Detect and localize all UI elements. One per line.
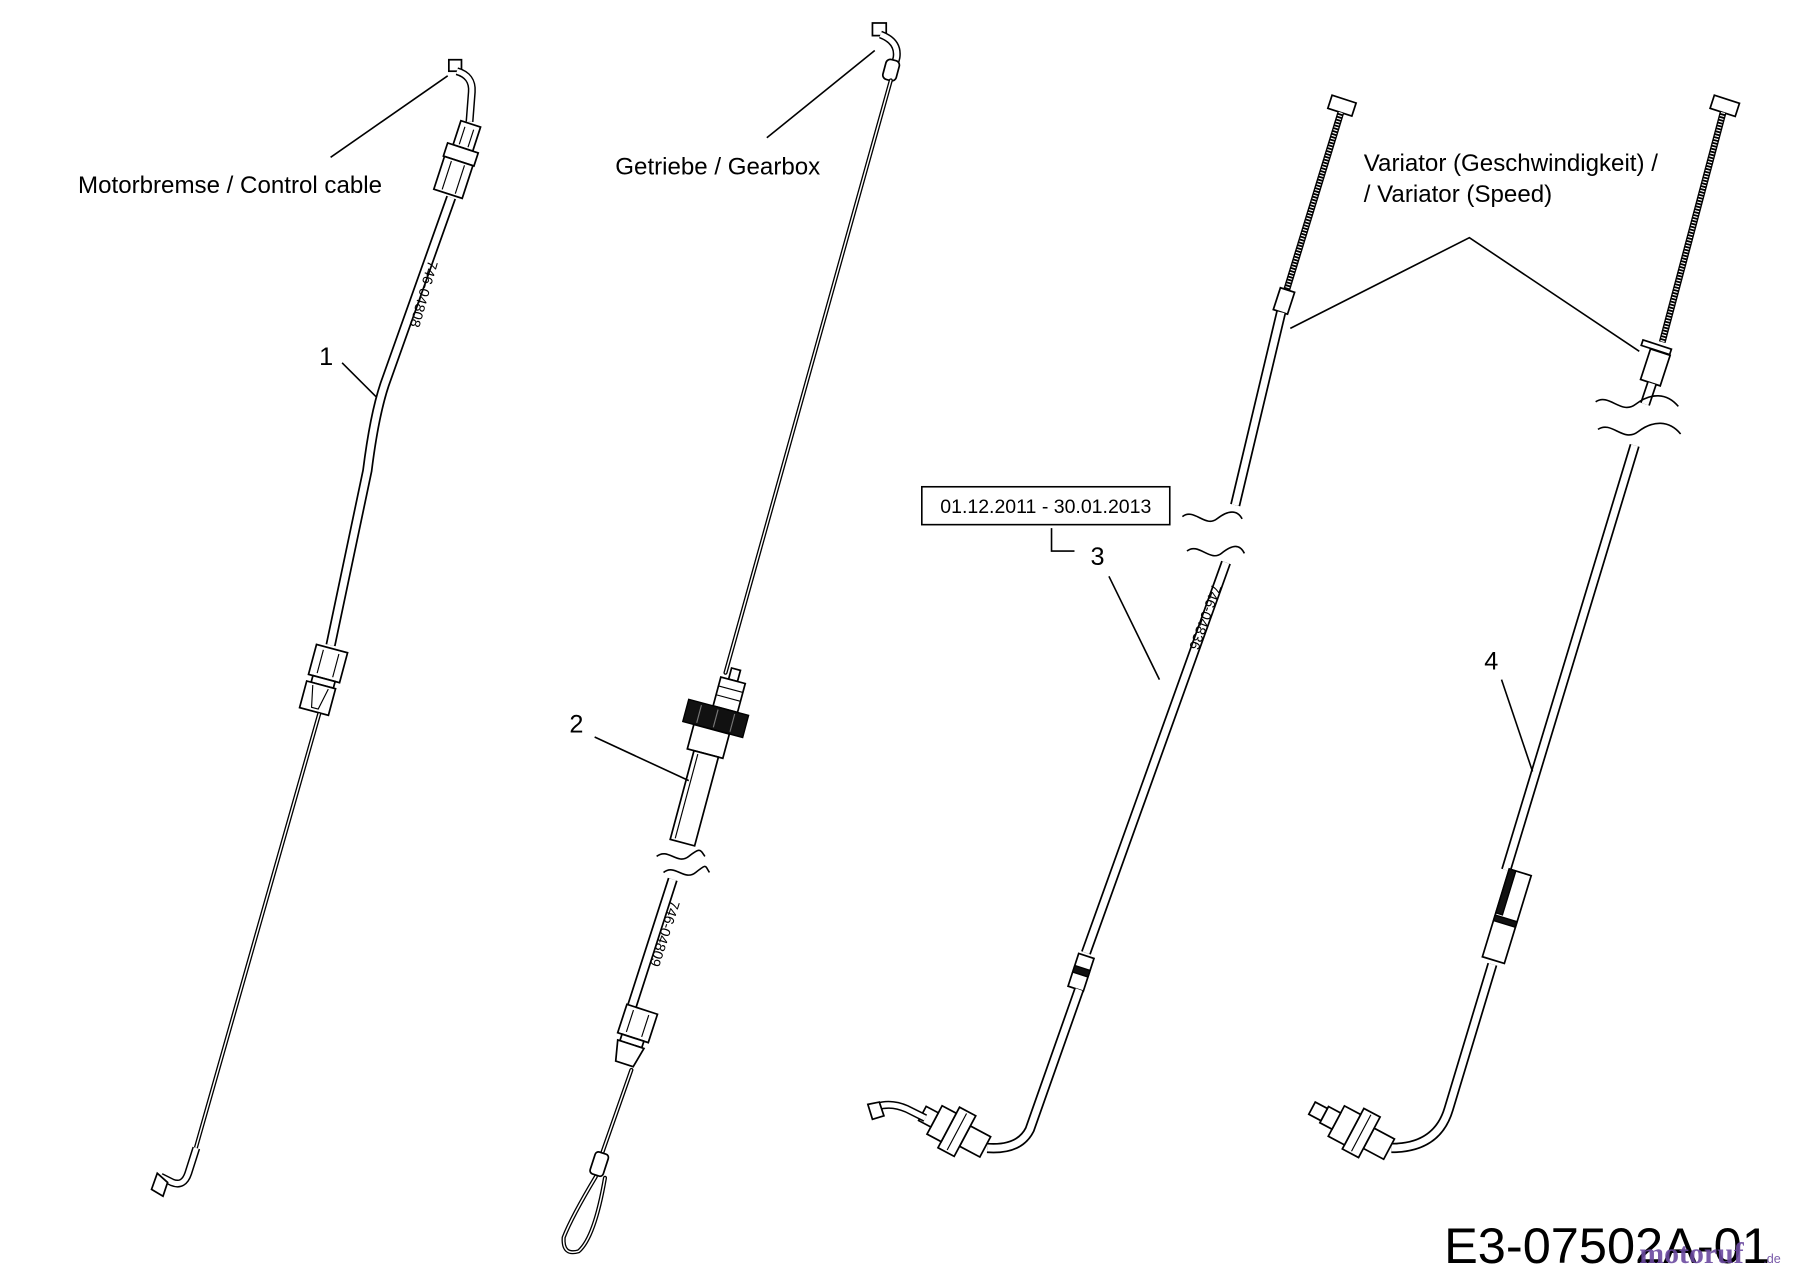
cable-4-sheath-stub — [1640, 381, 1657, 406]
cable-1-top-ferrule — [432, 119, 482, 200]
cable-1-inner-wire — [193, 711, 322, 1153]
cable-4-sheath-bend — [1391, 962, 1498, 1154]
part-number-746-04836: 746-04836 — [1185, 582, 1223, 652]
leader-date-range — [1050, 528, 1075, 552]
cable-2: 746-04809 — [561, 22, 901, 1255]
cable-4-end-nut — [1307, 1100, 1329, 1122]
leader-callout-1 — [341, 362, 378, 398]
callout-2: 2 — [569, 710, 583, 738]
cable-3-band — [1066, 952, 1096, 993]
date-range-box: 01.12.2011 - 30.01.2013 — [921, 485, 1171, 526]
leader-callout-3 — [1108, 575, 1161, 680]
cable-4-end-fitting — [1307, 1100, 1396, 1161]
cable-1: 746-04808 — [150, 58, 482, 1198]
cable-4-break-marks — [1595, 394, 1682, 436]
callout-3: 3 — [1091, 543, 1105, 571]
cable-1-hook-tip — [447, 58, 463, 73]
cable-3-end-fitting — [917, 1104, 992, 1159]
cable-2-sleeve — [669, 749, 720, 847]
cable-3-break-marks — [1181, 511, 1246, 557]
cable-2-lower-fitting — [614, 1003, 659, 1068]
watermark-name: motoruf — [1639, 1237, 1744, 1270]
leader-variator — [1289, 236, 1640, 352]
date-range-text: 01.12.2011 - 30.01.2013 — [940, 496, 1151, 518]
leader-callout-2 — [594, 736, 690, 782]
cable-4-end-cap — [1709, 94, 1741, 118]
cable-4-sheath-upper — [1501, 443, 1640, 872]
cable-4 — [1307, 94, 1741, 1161]
label-variator-line-2: / Variator (Speed) — [1364, 181, 1552, 208]
callout-4: 4 — [1484, 647, 1498, 675]
cable-3-sheath-end — [1272, 286, 1296, 316]
watermark-tld: .de — [1763, 1252, 1781, 1266]
label-gearbox: Getriebe / Gearbox — [615, 154, 820, 181]
cable-3-end-hook — [866, 1100, 928, 1122]
cable-2-lower-wire — [599, 1067, 634, 1157]
cable-4-ferrule — [1639, 347, 1672, 387]
leader-gearbox — [766, 49, 876, 139]
leader-callout-4 — [1500, 679, 1534, 772]
cable-4-band — [1481, 867, 1533, 965]
cable-4-inner-wire — [1658, 111, 1727, 344]
cable-3-sheath-lower — [1081, 560, 1231, 955]
drawing-id: E3-07502A-01 — [1444, 1217, 1770, 1272]
label-variator-line-1: Variator (Geschwindigkeit) / — [1364, 150, 1658, 177]
callout-1: 1 — [319, 343, 333, 371]
cable-2-sheath — [626, 877, 678, 1010]
cable-3-sheath-upper — [1230, 311, 1287, 507]
cable-1-top-hook — [447, 58, 476, 123]
cable-3: 746-04836 — [866, 94, 1358, 1159]
cable-2-inner-wire — [723, 78, 893, 675]
cable-2-loop-ferrule — [589, 1151, 610, 1178]
cable-1-middle-fitting — [298, 643, 349, 717]
cable-2-gearbox-fitting — [669, 666, 750, 847]
cable-3-end-cap — [1326, 94, 1358, 118]
cable-1-sheath — [325, 195, 457, 647]
cable-2-top-hook — [871, 22, 901, 82]
cable-3-sheath-bend — [986, 987, 1084, 1154]
cable-3-inner-wire — [1283, 111, 1345, 291]
label-control-cable: Motorbremse / Control cable — [78, 172, 382, 199]
leader-control-cable — [330, 75, 449, 158]
cable-2-wire-loop — [561, 1174, 608, 1255]
part-number-746-04808: 746-04808 — [406, 259, 440, 329]
cable-1-bottom-hook — [150, 1146, 201, 1198]
cable-2-break-marks — [656, 849, 711, 876]
watermark-logo: motoruf .de — [1639, 1237, 1781, 1270]
